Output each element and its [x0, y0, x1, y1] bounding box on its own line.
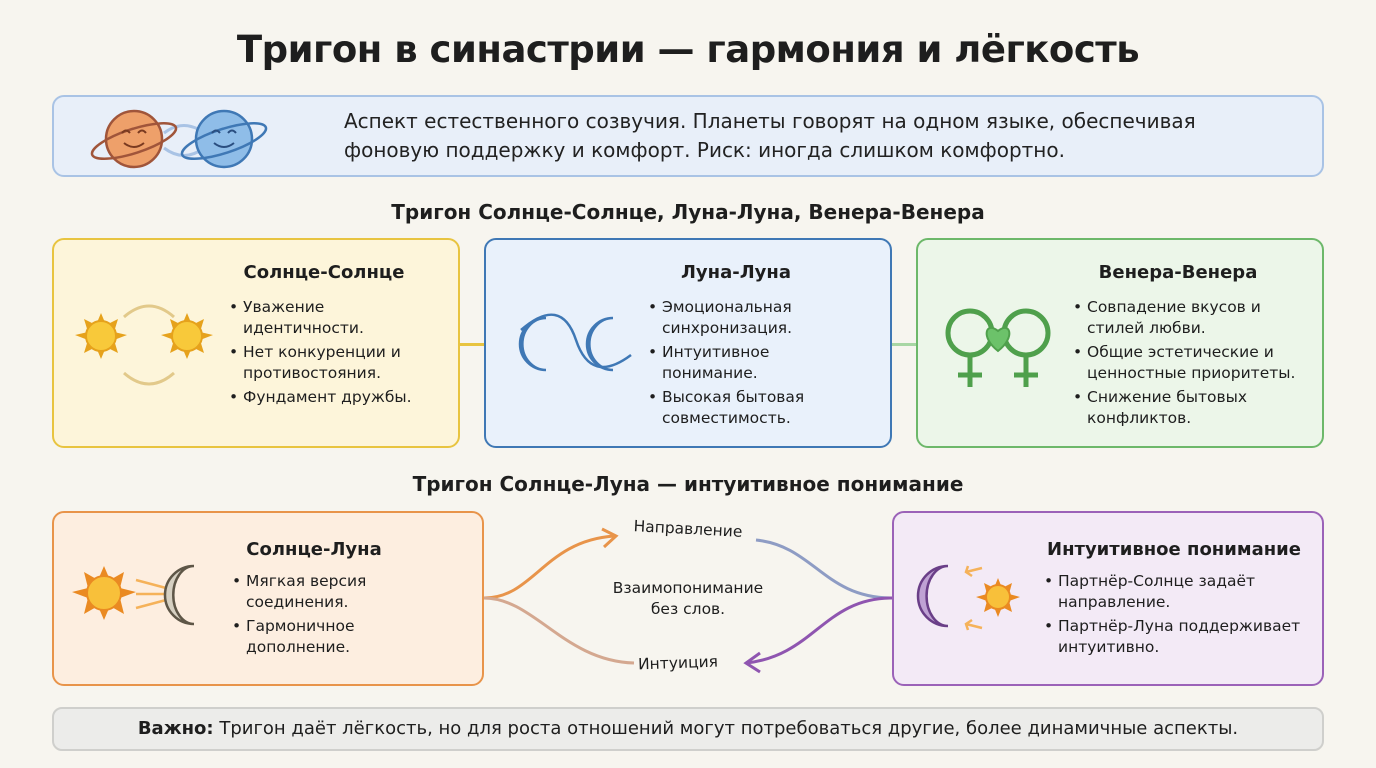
card-list: Эмоциональная синхронизация. Интуитивное…	[648, 297, 868, 432]
flow-label-middle: Взаимопонимание без слов.	[588, 578, 788, 620]
arrow-direction	[484, 534, 615, 600]
card-title: Солнце-Солнце	[243, 262, 405, 283]
card-title: Венера-Венера	[1098, 262, 1258, 283]
connector	[892, 343, 916, 346]
list-item: Партнёр-Луна поддерживает интуитивно.	[1044, 616, 1314, 658]
card-list: Партнёр-Солнце задаёт направление. Партн…	[1044, 571, 1314, 661]
venus-symbols-icon	[945, 308, 1051, 387]
list-item: Интуитивное понимание.	[648, 342, 868, 384]
list-item: Общие эстетические и ценностные приорите…	[1073, 342, 1318, 384]
list-item: Фундамент дружбы.	[229, 387, 429, 408]
card-list: Мягкая версия соединения. Гармоничное до…	[232, 571, 452, 661]
card-sun-sun: Солнце-Солнце Уважение идентичности. Нет…	[52, 238, 460, 448]
list-item: Партнёр-Солнце задаёт направление.	[1044, 571, 1314, 613]
card-moon-moon: Луна-Луна Эмоциональная синхронизация. И…	[484, 238, 892, 448]
card-title: Интуитивное понимание	[1047, 539, 1301, 560]
card-list: Уважение идентичности. Нет конкуренции и…	[229, 297, 429, 411]
note-label: Важно:	[137, 718, 214, 739]
flow-middle-line-1: Взаимопонимание	[612, 579, 764, 597]
list-item: Совпадение вкусов и стилей любви.	[1073, 297, 1318, 339]
list-item: Высокая бытовая совместимость.	[648, 387, 868, 429]
card-title: Луна-Луна	[680, 262, 791, 283]
card-list: Совпадение вкусов и стилей любви. Общие …	[1073, 297, 1318, 432]
intro-line-1: Аспект естественного созвучия. Планеты г…	[344, 109, 1196, 133]
intro-text: Аспект естественного созвучия. Планеты г…	[344, 107, 1196, 165]
section-heading-2: Тригон Солнце-Луна — интуитивное пониман…	[412, 472, 964, 496]
list-item: Нет конкуренции и противостояния.	[229, 342, 429, 384]
list-item: Гармоничное дополнение.	[232, 616, 452, 658]
card-intuitive-understanding: Интуитивное понимание Партнёр-Солнце зад…	[892, 511, 1324, 686]
card-venus-venus: Венера-Венера Совпадение вкусов и стилей…	[916, 238, 1324, 448]
important-note: Важно: Тригон даёт лёгкость, но для рост…	[52, 707, 1324, 751]
arrow-intuition	[745, 596, 892, 665]
list-item: Снижение бытовых конфликтов.	[1073, 387, 1318, 429]
flow-middle-line-2: без слов.	[650, 600, 726, 618]
flow-label-intuition: Интуиция	[637, 652, 719, 674]
intro-line-2: фоновую поддержку и комфорт. Риск: иногд…	[344, 138, 1065, 162]
card-title: Солнце-Луна	[246, 539, 382, 560]
note-text: Тригон даёт лёгкость, но для роста отнош…	[213, 718, 1239, 739]
section-heading-1: Тригон Солнце-Солнце, Луна-Луна, Венера-…	[391, 200, 985, 224]
list-item: Мягкая версия соединения.	[232, 571, 452, 613]
intro-banner: Аспект естественного созвучия. Планеты г…	[52, 95, 1324, 177]
two-suns-icon	[75, 304, 213, 386]
connector	[460, 343, 484, 346]
moon-sun-icon	[916, 564, 1020, 631]
planets-icon	[90, 109, 268, 169]
flow-arrows	[484, 527, 892, 674]
list-item: Уважение идентичности.	[229, 297, 429, 339]
sun-to-moon-icon	[72, 564, 195, 626]
list-item: Эмоциональная синхронизация.	[648, 297, 868, 339]
page-title: Тригон в синастрии — гармония и лёгкость	[236, 28, 1140, 71]
two-moons-icon	[518, 313, 632, 372]
card-sun-moon: Солнце-Луна Мягкая версия соединения. Га…	[52, 511, 484, 686]
